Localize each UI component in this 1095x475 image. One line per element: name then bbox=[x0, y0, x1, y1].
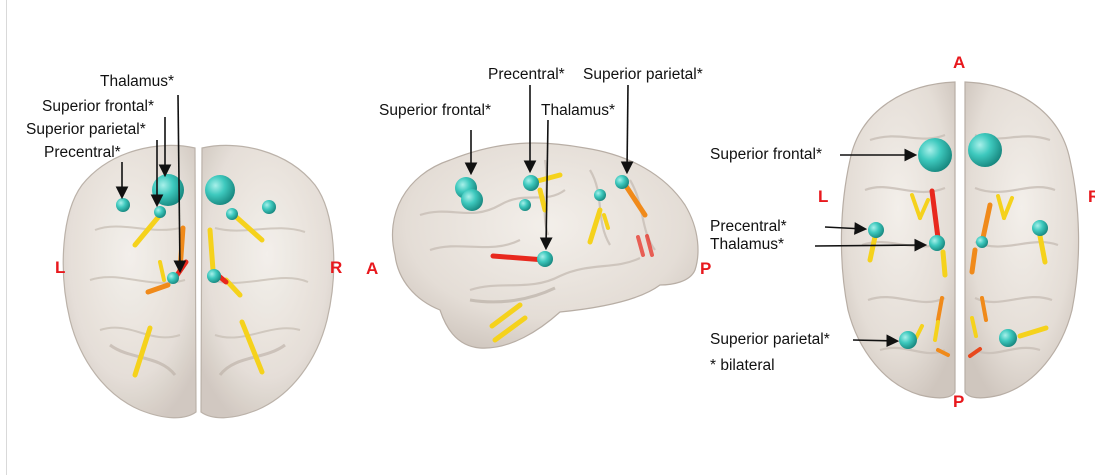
axial-arrow-thalamus bbox=[815, 245, 924, 246]
axial-node-superior-frontal-left bbox=[918, 138, 952, 172]
axial-node-superior-parietal-left bbox=[899, 331, 917, 349]
axial-direction-posterior: P bbox=[953, 393, 964, 411]
sagittal-node-superior-parietal bbox=[615, 175, 629, 189]
coronal-node-superior-frontal-right bbox=[205, 175, 235, 205]
coronal-node-thalamus-left bbox=[167, 272, 179, 284]
axial-node-precentral-left bbox=[868, 222, 884, 238]
axial-arrow-superior-parietal bbox=[853, 340, 896, 341]
coronal-label-superior-frontal: Superior frontal* bbox=[42, 98, 154, 116]
coronal-label-precentral: Precentral* bbox=[44, 144, 121, 162]
coronal-label-superior-parietal: Superior parietal* bbox=[26, 121, 146, 139]
coronal-node-superior-parietal-left bbox=[154, 206, 166, 218]
axial-edge bbox=[943, 252, 945, 275]
axial-view bbox=[815, 82, 1079, 398]
sagittal-node-thalamus bbox=[537, 251, 553, 267]
sagittal-label-thalamus: Thalamus* bbox=[541, 102, 615, 120]
coronal-direction-left: L bbox=[55, 259, 65, 277]
axial-node-thalamus-left bbox=[929, 235, 945, 251]
coronal-edge bbox=[210, 230, 213, 270]
axial-label-superior-parietal: Superior parietal* bbox=[710, 331, 830, 349]
sagittal-label-precentral: Precentral* bbox=[488, 66, 565, 84]
sagittal-label-superior-parietal: Superior parietal* bbox=[583, 66, 703, 84]
sagittal-direction-posterior: P bbox=[700, 260, 711, 278]
coronal-node-thalamus-right bbox=[207, 269, 221, 283]
axial-node-thalamus-right bbox=[976, 236, 988, 248]
axial-label-precentral: Precentral* bbox=[710, 218, 787, 236]
axial-label-thalamus: Thalamus* bbox=[710, 236, 784, 254]
sagittal-node-small bbox=[519, 199, 531, 211]
axial-node-superior-parietal-right bbox=[999, 329, 1017, 347]
coronal-label-thalamus: Thalamus* bbox=[100, 73, 174, 91]
coronal-node-superior-parietal-right bbox=[226, 208, 238, 220]
coronal-node-precentral-left bbox=[116, 198, 130, 212]
axial-edge bbox=[972, 250, 975, 272]
sagittal-node-precentral bbox=[523, 175, 539, 191]
sagittal-direction-anterior: A bbox=[366, 260, 378, 278]
coronal-node-precentral-right bbox=[262, 200, 276, 214]
axial-node-superior-frontal-right bbox=[968, 133, 1002, 167]
sagittal-node-superior-frontal-b bbox=[461, 189, 483, 211]
axial-direction-left: L bbox=[818, 188, 828, 206]
sagittal-arrow-superior-parietal bbox=[627, 85, 628, 171]
sagittal-node-mid bbox=[594, 189, 606, 201]
sagittal-view bbox=[392, 85, 698, 348]
coronal-direction-right: R bbox=[330, 259, 342, 277]
axial-direction-right: R bbox=[1088, 188, 1095, 206]
axial-node-precentral-right bbox=[1032, 220, 1048, 236]
axial-direction-anterior: A bbox=[953, 54, 965, 72]
sagittal-label-superior-frontal: Superior frontal* bbox=[379, 102, 491, 120]
axial-footnote-bilateral: * bilateral bbox=[710, 357, 775, 375]
axial-label-superior-frontal: Superior frontal* bbox=[710, 146, 822, 164]
